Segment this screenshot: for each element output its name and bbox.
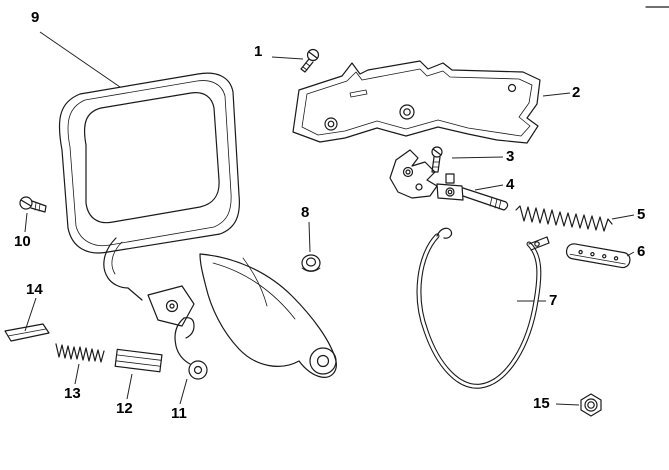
- part-3-screw: [431, 146, 443, 173]
- part-label-8: 8: [301, 204, 310, 221]
- part-11-latch-lever: [174, 317, 208, 380]
- part-label-11: 11: [171, 405, 187, 422]
- part-label-10: 10: [14, 233, 31, 250]
- part-label-3: 3: [506, 148, 515, 165]
- part-4-lever-linkage: [389, 149, 509, 211]
- part-6-sleeve: [565, 243, 631, 269]
- part-12-hex-sleeve: [114, 348, 163, 373]
- leader-lines: [24, 31, 635, 406]
- part-5-spring: [515, 205, 613, 232]
- part-9-handle-assembly: [58, 72, 337, 378]
- part-label-1: 1: [254, 43, 263, 60]
- part-label-7: 7: [549, 292, 558, 309]
- part-label-12: 12: [116, 400, 133, 417]
- part-label-13: 13: [64, 385, 81, 402]
- part-7-brake-band: [416, 227, 550, 389]
- part-label-6: 6: [637, 243, 646, 260]
- part-10-screw: [19, 196, 47, 213]
- part-label-4: 4: [506, 176, 515, 193]
- part-label-2: 2: [572, 84, 581, 101]
- part-1-screw: [300, 48, 320, 73]
- part-label-14: 14: [26, 281, 43, 298]
- part-8-grommet: [301, 254, 321, 272]
- part-14-flat-strip: [4, 323, 50, 342]
- part-2-cover-plate: [292, 60, 541, 144]
- part-label-5: 5: [637, 206, 646, 223]
- part-label-9: 9: [31, 9, 40, 26]
- part-15-hex-nut: [580, 393, 602, 417]
- part-label-15: 15: [533, 395, 550, 412]
- part-13-spring: [55, 343, 105, 363]
